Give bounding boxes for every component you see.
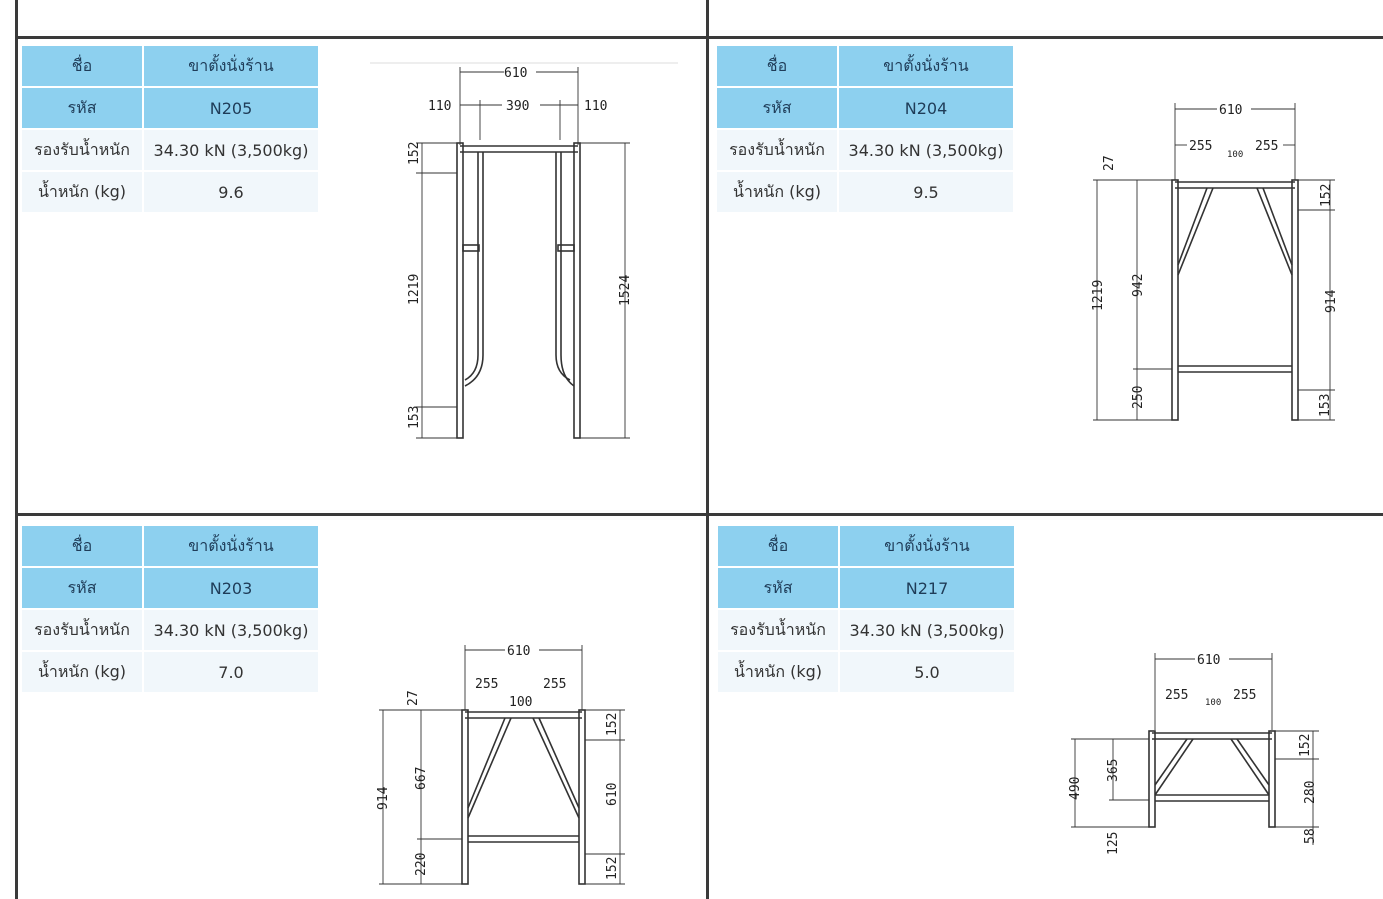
label-name: ชื่อ [22, 46, 142, 86]
dim-b: 100 [1227, 150, 1243, 160]
value-name: ขาตั้งนั่งร้าน [144, 526, 318, 566]
dim-r1: 152 [605, 713, 620, 736]
dim-r2: 280 [1303, 781, 1318, 804]
dim-height: 1524 [618, 275, 633, 306]
label-name: ชื่อ [22, 526, 142, 566]
grid-center-divider [706, 0, 709, 899]
label-code: รหัส [718, 568, 838, 608]
dim-top: 152 [407, 142, 422, 165]
dim-a: 255 [475, 677, 498, 692]
dim-r3: 58 [1303, 828, 1318, 844]
value-load: 34.30 kN (3,500kg) [144, 130, 318, 170]
dim-mid: 1219 [407, 274, 422, 305]
grid-middle-divider [15, 513, 1383, 516]
value-load: 34.30 kN (3,500kg) [839, 130, 1013, 170]
value-weight: 9.6 [144, 172, 318, 212]
dim-h1: 1219 [1091, 280, 1106, 311]
dim-h3: 250 [1131, 386, 1146, 409]
label-name: ชื่อ [718, 526, 838, 566]
grid-top-divider [15, 36, 1383, 39]
value-weight: 9.5 [839, 172, 1013, 212]
value-name: ขาตั้งนั่งร้าน [839, 46, 1013, 86]
dim-r1: 152 [1319, 184, 1334, 207]
dim-r3: 153 [1318, 394, 1333, 417]
label-weight: น้ำหนัก (kg) [22, 652, 142, 692]
dim-width: 610 [1197, 653, 1220, 668]
dim-width: 610 [1219, 103, 1242, 118]
dim-a: 255 [1189, 139, 1212, 154]
dim-a: 110 [428, 99, 451, 114]
value-code: N217 [840, 568, 1014, 608]
dim-h2: 942 [1131, 274, 1146, 297]
label-code: รหัส [717, 88, 837, 128]
value-name: ขาตั้งนั่งร้าน [840, 526, 1014, 566]
dim-b: 100 [1205, 698, 1221, 708]
value-load: 34.30 kN (3,500kg) [144, 610, 318, 650]
frame-drawing-n203: 610 255 100 255 27 914 667 220 152 610 1… [376, 644, 625, 885]
value-weight: 5.0 [840, 652, 1014, 692]
dim-r2: 914 [1324, 289, 1339, 313]
label-code: รหัส [22, 568, 142, 608]
value-code: N204 [839, 88, 1013, 128]
dim-c: 255 [1233, 688, 1256, 703]
label-load: รองรับน้ำหนัก [22, 130, 142, 170]
grid-left-border [15, 0, 18, 899]
label-code: รหัส [22, 88, 142, 128]
value-load: 34.30 kN (3,500kg) [840, 610, 1014, 650]
dim-width: 610 [504, 66, 527, 81]
label-weight: น้ำหนัก (kg) [22, 172, 142, 212]
frame-drawing-n204: 610 255 100 255 27 1219 942 250 152 914 … [1091, 103, 1339, 421]
dim-h3: 220 [414, 853, 429, 876]
label-name: ชื่อ [717, 46, 837, 86]
label-weight: น้ำหนัก (kg) [717, 172, 837, 212]
value-name: ขาตั้งนั่งร้าน [144, 46, 318, 86]
dim-r1: 152 [1298, 734, 1313, 757]
dim-r3: 152 [605, 857, 620, 880]
dim-b: 390 [506, 99, 529, 114]
label-weight: น้ำหนัก (kg) [718, 652, 838, 692]
dim-b: 100 [509, 695, 532, 710]
dim-t1: 27 [406, 690, 421, 706]
frame-drawing-n217: 610 255 100 255 490 365 125 152 280 58 [1068, 653, 1319, 855]
dim-h1: 914 [376, 786, 391, 810]
dim-t1: 27 [1102, 155, 1117, 171]
dim-r2: 610 [605, 783, 620, 806]
dim-h3: 125 [1106, 832, 1121, 855]
dim-width: 610 [507, 644, 530, 659]
dim-a: 255 [1165, 688, 1188, 703]
label-load: รองรับน้ำหนัก [718, 610, 838, 650]
value-code: N203 [144, 568, 318, 608]
label-load: รองรับน้ำหนัก [717, 130, 837, 170]
dim-h2: 667 [414, 767, 429, 790]
dim-bot: 153 [407, 406, 422, 429]
frame-drawing-n205: 610 110 390 110 152 1219 153 1524 [370, 62, 678, 439]
value-code: N205 [144, 88, 318, 128]
dim-h2: 365 [1106, 759, 1121, 782]
label-load: รองรับน้ำหนัก [22, 610, 142, 650]
dim-h1: 490 [1068, 777, 1083, 800]
dim-c: 255 [1255, 139, 1278, 154]
dim-c: 255 [543, 677, 566, 692]
dim-c: 110 [584, 99, 607, 114]
value-weight: 7.0 [144, 652, 318, 692]
